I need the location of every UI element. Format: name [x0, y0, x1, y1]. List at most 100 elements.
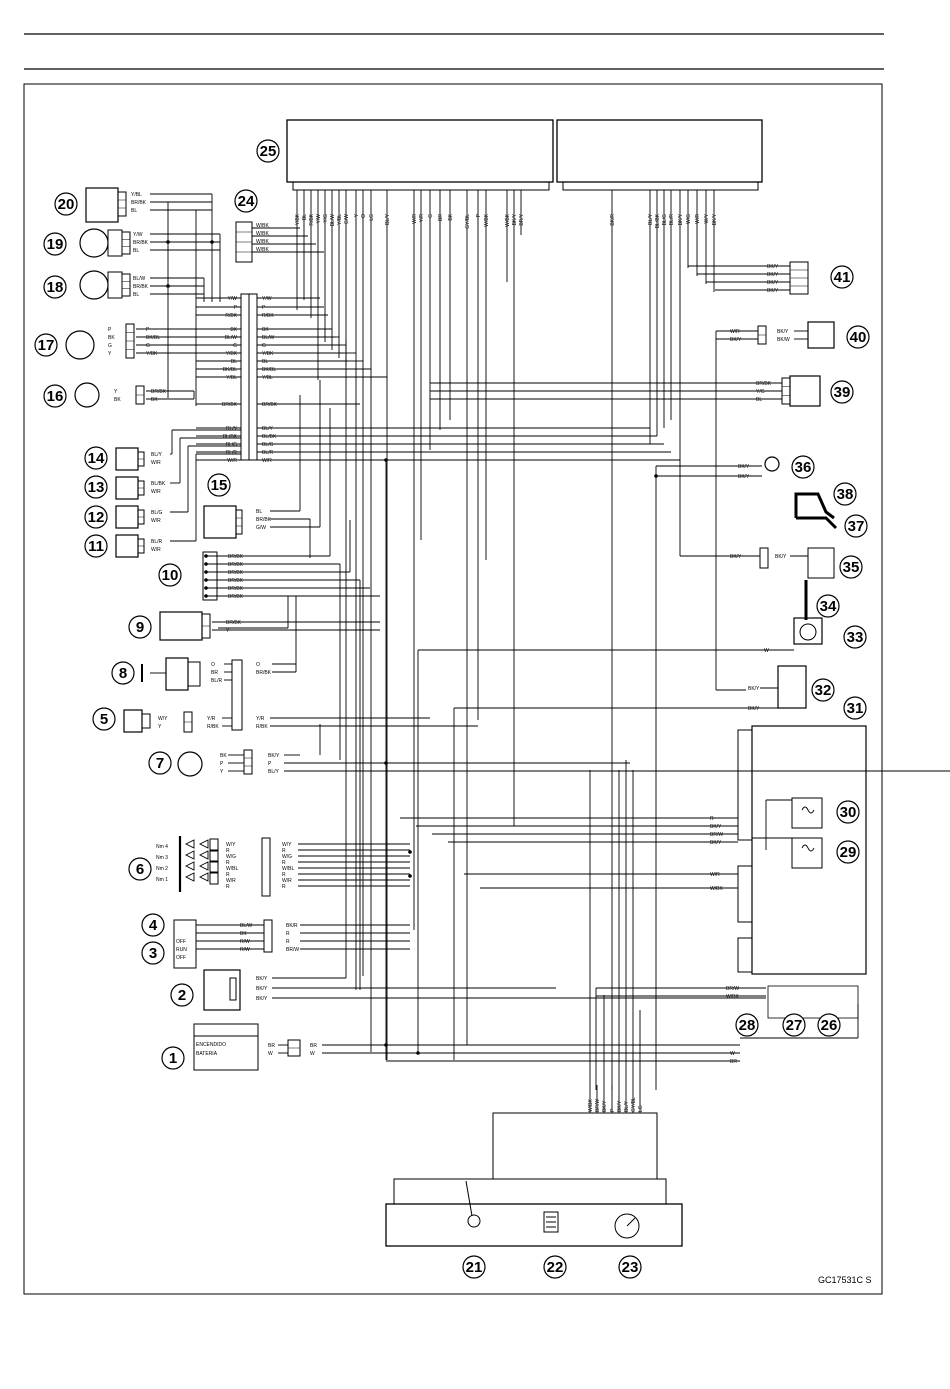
- callout-number-10: 10: [162, 567, 179, 584]
- control-unit-31: [737, 725, 867, 975]
- callout-circle-31: [843, 696, 867, 720]
- callout-circle-39: [830, 380, 854, 404]
- connector-6: [261, 837, 271, 897]
- callout-circle-7: [148, 751, 172, 775]
- sensor-8-housing: [187, 661, 201, 687]
- relay-2-body: [203, 969, 241, 1011]
- switch-6-contact-icon: [184, 839, 195, 849]
- callout-circle-14: [84, 446, 108, 470]
- callout-number-26: 26: [821, 1017, 838, 1034]
- callout-circle-10: [158, 563, 182, 587]
- connector-6-right-label: R: [282, 848, 286, 854]
- junction-right-label: BL/R: [262, 450, 274, 456]
- callout-number-40: 40: [850, 329, 867, 346]
- sensor-9-wire-label: Y: [226, 628, 230, 634]
- callout-number-6: 6: [136, 861, 144, 878]
- relay-2-wire-label: BK/Y: [256, 996, 268, 1002]
- relay-2-wire-label: BK/Y: [256, 976, 268, 982]
- callout-circle-29: [836, 840, 860, 864]
- switch-6-wire-label: R: [226, 860, 230, 866]
- ignition-switch-wire-label: W: [268, 1051, 273, 1057]
- switch-6-terminal: [209, 838, 219, 852]
- junction-left-label: BL/G: [226, 442, 238, 448]
- junction-right-label: BR/BK: [262, 402, 278, 408]
- junction-dot: [408, 850, 412, 854]
- callout-circle-36: [791, 455, 815, 479]
- switch-6-wire-label: R: [226, 848, 230, 854]
- connector-40-left-label: BK/Y: [730, 337, 742, 343]
- sensor-16-wire-label: Y: [114, 389, 118, 395]
- injector-11-body: [115, 534, 139, 558]
- callout-circle-15: [207, 473, 231, 497]
- callout-number-7: 7: [156, 755, 164, 772]
- meter-wire-label: BK/Y: [617, 1100, 623, 1112]
- ecu-left-pin-label: LG: [369, 214, 375, 221]
- ecu-left-pin-label: O: [361, 214, 367, 218]
- callout-number-23: 23: [622, 1259, 639, 1276]
- ecu-left-pin-label: BR: [438, 214, 444, 221]
- connector-32-body: [777, 665, 807, 709]
- callout-circle-2: [170, 983, 194, 1007]
- sensor-8-wire-label: BR: [211, 670, 218, 676]
- ecu-left-pin-label: W/R: [412, 214, 418, 224]
- switch-4-wire-label: R/W: [240, 947, 250, 953]
- figure-code: GC17531C S: [818, 1275, 872, 1285]
- switch-6-contact-icon: [198, 850, 209, 860]
- relay-2-wire-label: BK/Y: [256, 986, 268, 992]
- junction-left-label: Y/BK: [226, 351, 238, 357]
- connector-6-right-label: R: [282, 884, 286, 890]
- connector-35: [759, 547, 769, 569]
- sensor-5-wire-label: Y: [158, 724, 162, 730]
- connector-32-wire-label: BK/Y: [748, 686, 760, 692]
- switch-4-wire-label: R/W: [240, 939, 250, 945]
- unit-31-wire-label: W/BK: [710, 886, 723, 892]
- meter-indicator-icon: [467, 1214, 481, 1228]
- sensor-18-plug: [121, 273, 131, 297]
- connector-8-wire-label: BR/BK: [256, 670, 272, 676]
- ecu-right-pin-label: W/R: [695, 214, 701, 224]
- junction-right-label: Y/BL: [262, 375, 273, 381]
- callout-number-27: 27: [786, 1017, 803, 1034]
- junction-dot: [654, 474, 658, 478]
- callout-number-14: 14: [88, 450, 105, 467]
- injector-wire-label: W/R: [151, 518, 161, 524]
- connector-41-wire-label: BK/Y: [767, 264, 779, 270]
- junction-dot: [166, 284, 170, 288]
- connector-39-wire-label: BL: [756, 397, 762, 403]
- sensor-19-wire-label: BL: [133, 248, 139, 254]
- callout-number-16: 16: [47, 388, 64, 405]
- connector-8-wire-label: O: [256, 662, 260, 668]
- ecu-left-pin-label: P: [476, 213, 482, 217]
- connector-41-wire-label: BK/Y: [767, 280, 779, 286]
- connector-32-wire-label: BK/Y: [748, 706, 760, 712]
- ecu-right-pin-label: BL/R: [669, 214, 675, 226]
- connector-16-wire-label: BK: [151, 397, 158, 403]
- switch-6-terminal: [209, 860, 219, 874]
- callout-number-8: 8: [119, 665, 127, 682]
- ecu-left-pin-label: Y/R: [419, 214, 425, 223]
- ignition-switch-header: BATERIA: [196, 1051, 218, 1057]
- callout-number-19: 19: [47, 236, 64, 253]
- switch-6-wire-label: W/R: [226, 878, 236, 884]
- ecu-right-pin-label: W/Y: [704, 213, 710, 223]
- meter-wire-label: GY/BL: [631, 1097, 637, 1112]
- junction-right-label: Y/W: [262, 296, 272, 302]
- junction-right-label: BK: [262, 327, 269, 333]
- ecu-left-pin-label: G/W: [344, 214, 350, 224]
- connector-1-right-label: W: [310, 1051, 315, 1057]
- connector-35-label: BK/Y: [730, 554, 742, 560]
- sensor-18-housing: [107, 271, 123, 299]
- sensor-39-plug: [781, 377, 791, 405]
- callout-number-32: 32: [815, 682, 832, 699]
- ecu-left-pin-label: Y/BL: [337, 214, 343, 225]
- connector-6-right-label: R: [282, 860, 286, 866]
- callout-number-38: 38: [837, 486, 854, 503]
- ecu-right-pin-label: W/G: [686, 214, 692, 224]
- callout-circle-34: [816, 594, 840, 618]
- callout-number-3: 3: [149, 945, 157, 962]
- diagram-frame: [23, 83, 883, 1295]
- callout-circle-38: [833, 482, 857, 506]
